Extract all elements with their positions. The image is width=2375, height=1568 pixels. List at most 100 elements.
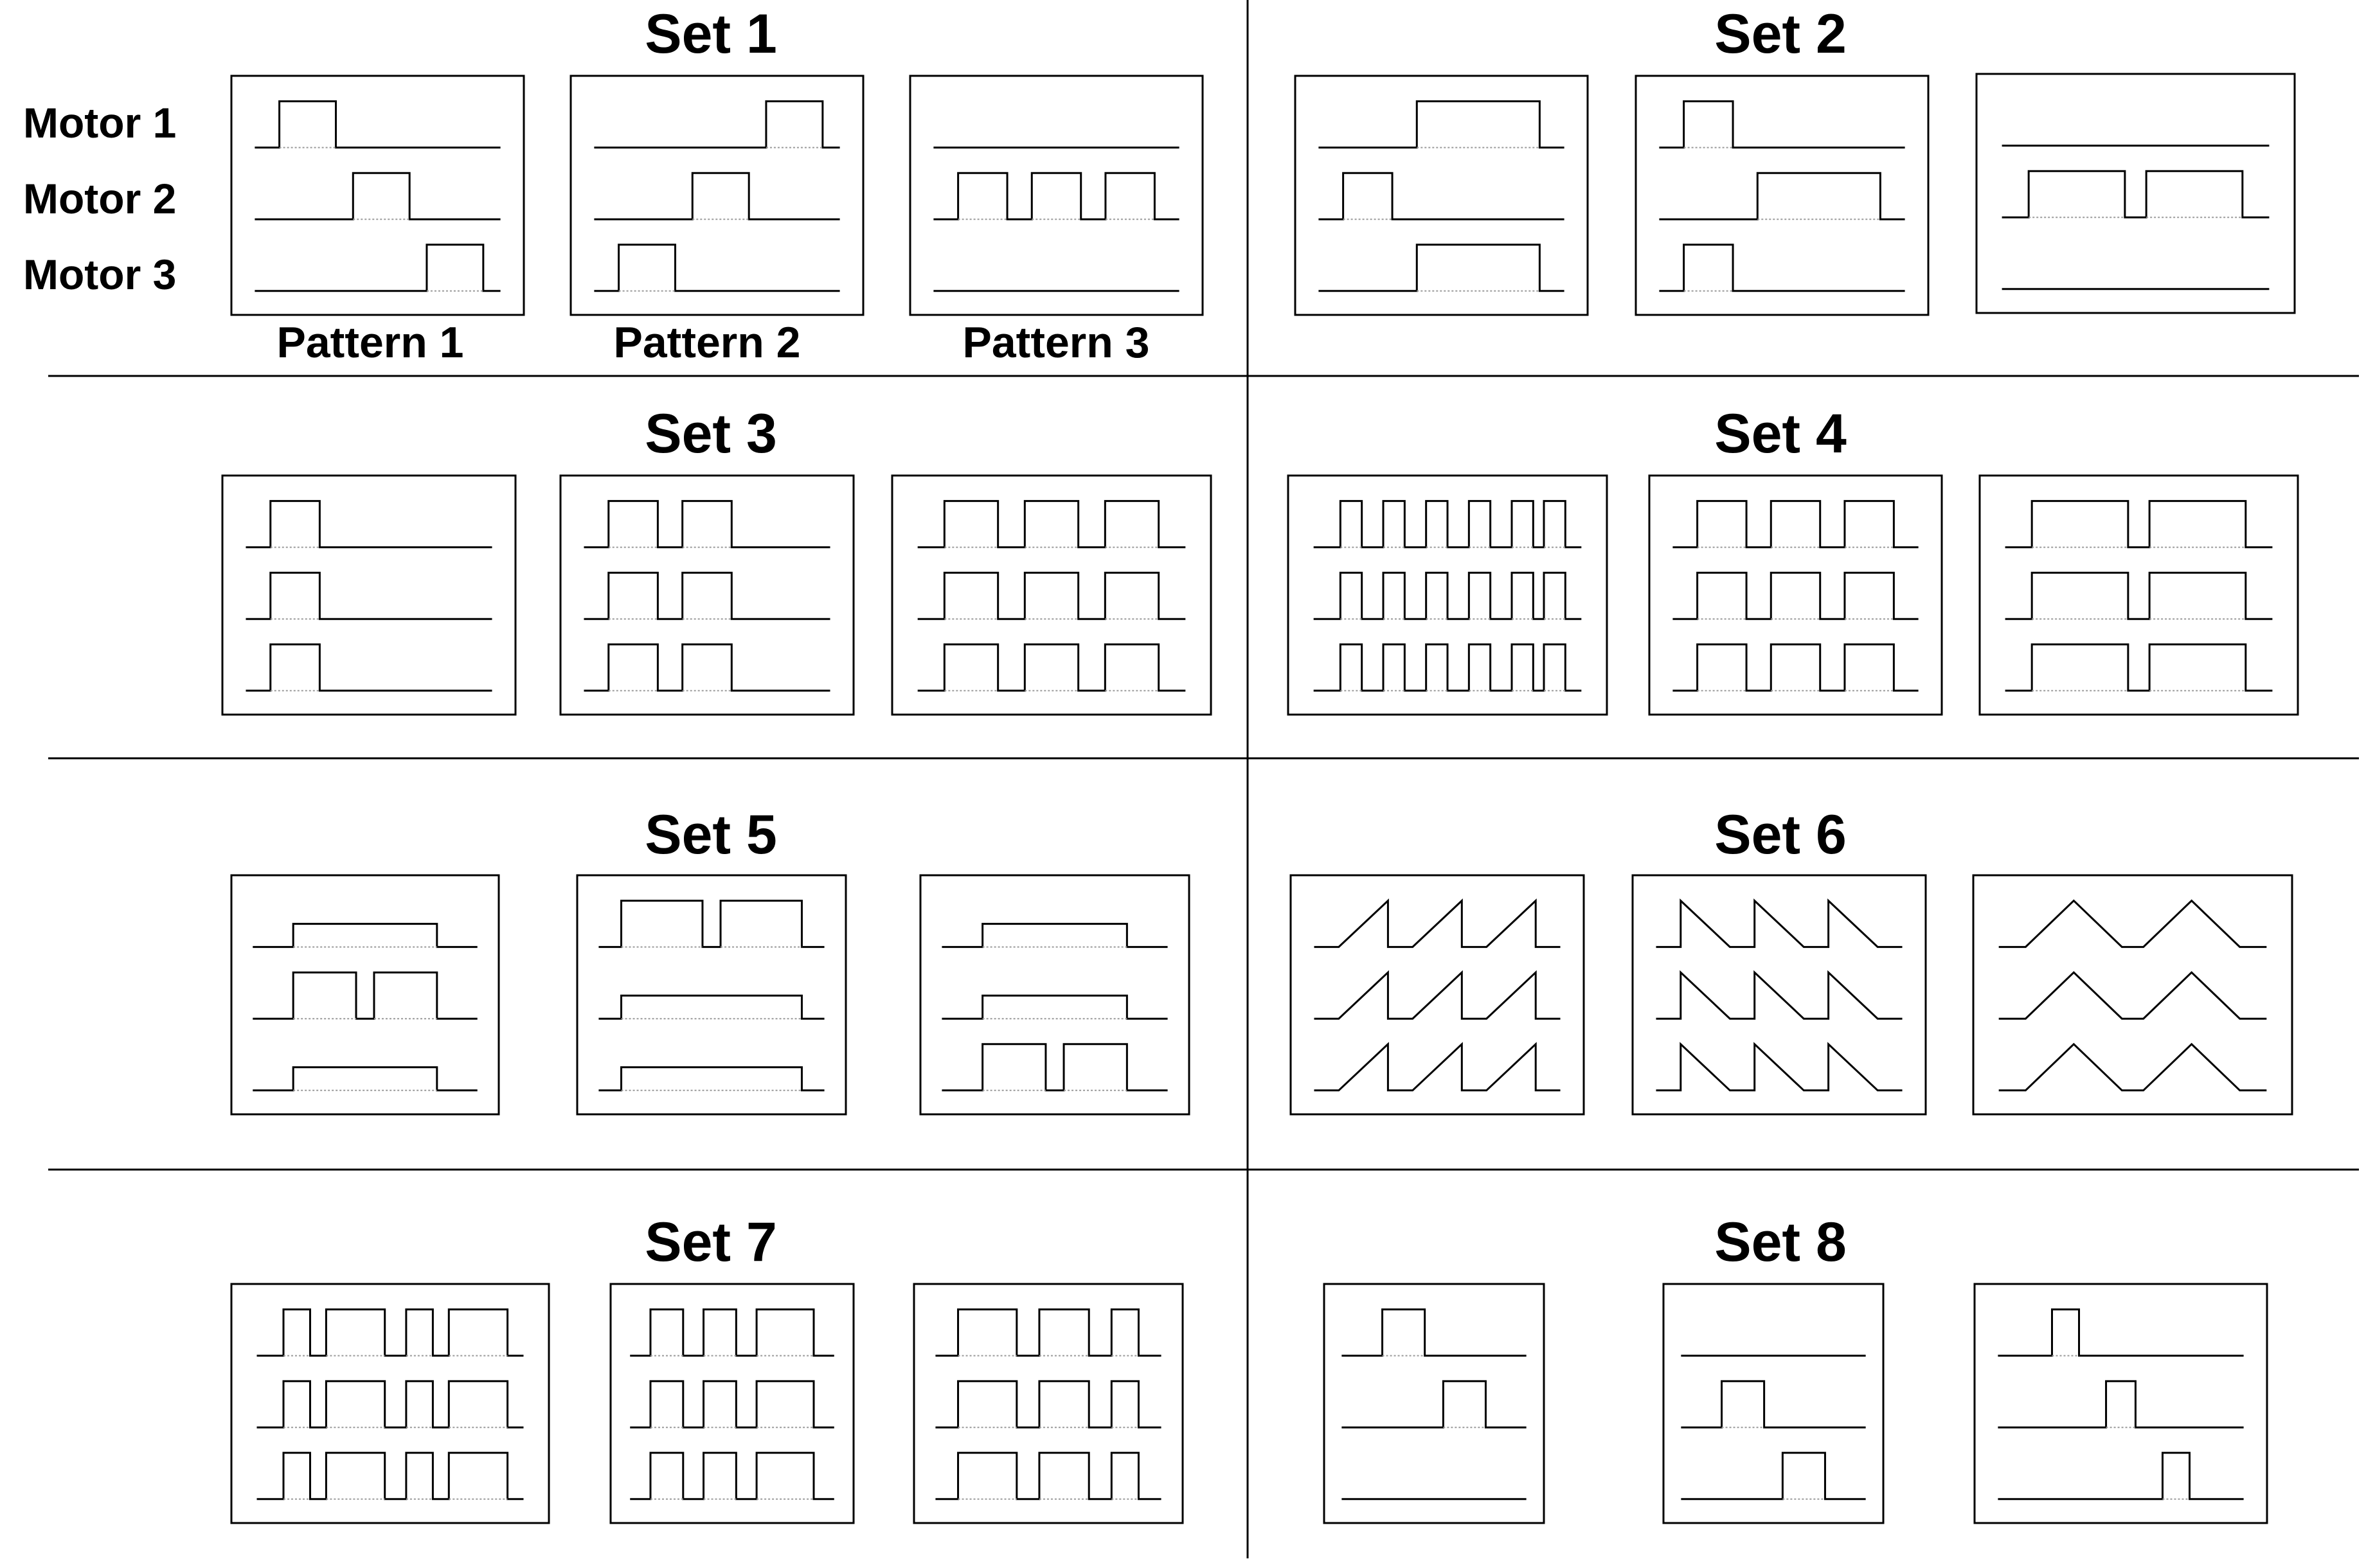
pattern-box (1323, 1283, 1545, 1524)
motor-2-waveform (935, 1380, 1161, 1429)
set-5-pattern-2 (576, 874, 847, 1116)
set-title-2: Set 2 (1714, 3, 1847, 65)
set-8-pattern-1 (1323, 1283, 1545, 1524)
pattern-box (913, 1283, 1184, 1524)
motor-2-waveform (942, 994, 1168, 1020)
motor-1-waveform (1656, 898, 1903, 949)
motor-3-waveform (1998, 1042, 2267, 1092)
set-4-pattern-3 (1978, 474, 2299, 716)
set-title-4: Set 4 (1714, 403, 1847, 465)
pattern-box (1662, 1283, 1885, 1524)
motor-3-waveform (2005, 643, 2273, 692)
motor-3-waveform (935, 1452, 1161, 1501)
motor-3-waveform (246, 643, 492, 692)
motor-2-waveform (253, 971, 478, 1020)
set-6-pattern-1 (1289, 874, 1585, 1116)
set-2-pattern-3 (1975, 73, 2296, 314)
motor-1-waveform (246, 500, 492, 549)
set-title-3: Set 3 (645, 403, 777, 465)
pattern-box (230, 1283, 550, 1524)
pattern-box (1294, 75, 1589, 316)
motor-3-waveform (253, 1066, 478, 1092)
motor-1-waveform (255, 100, 501, 149)
pattern-labels: Pattern 1 Pattern 2 Pattern 3 (277, 318, 1150, 367)
motor-2-waveform (594, 172, 840, 220)
set-8-pattern-2 (1662, 1283, 1885, 1524)
motor-3-waveform (630, 1452, 834, 1501)
set-5-pattern-1 (230, 874, 500, 1116)
grid-lines (48, 0, 2359, 1558)
set-title-5: Set 5 (645, 804, 777, 866)
motor-1-waveform (1318, 100, 1564, 149)
pattern-box (230, 75, 525, 316)
motor-1-waveform (917, 500, 1186, 549)
motor-3-waveform (1313, 643, 1582, 692)
motor-2-waveform (933, 172, 1179, 220)
pattern-layer (221, 73, 2299, 1524)
motor-1-waveform (630, 1308, 834, 1357)
row-labels: Motor 1 Motor 2 Motor 3 (23, 99, 176, 298)
motor-1-waveform (584, 500, 830, 549)
motor-3-waveform (256, 1452, 524, 1501)
motor-3-waveform (1318, 244, 1564, 292)
motor-1-waveform (1313, 500, 1582, 549)
motor-3-waveform (1681, 1452, 1866, 1501)
set-titles: Set 1 Set 2 Set 3 Set 4 Set 5 Set 6 Set … (645, 3, 1847, 1273)
set-2-pattern-1 (1294, 75, 1589, 316)
motor-3-waveform (1998, 1452, 2244, 1501)
motor-3-waveform (255, 244, 501, 292)
pattern-box (1648, 474, 1943, 716)
motor-3-waveform (1672, 643, 1919, 692)
set-1-pattern-2 (569, 75, 865, 316)
motor-3-waveform (584, 643, 830, 692)
motor-2-waveform (1318, 172, 1564, 220)
motor-1-waveform (1341, 1308, 1527, 1357)
motor-1-waveform (598, 900, 825, 949)
motor-3-waveform (1659, 244, 1905, 292)
motor-1-waveform (1672, 500, 1919, 549)
pattern-label-3: Pattern 3 (963, 318, 1150, 367)
motor-2-waveform (246, 571, 492, 620)
motor-2-waveform (1314, 970, 1561, 1020)
pattern-box (909, 75, 1204, 316)
pattern-box (891, 474, 1212, 716)
row-label-motor-3: Motor 3 (23, 251, 176, 298)
set-7-pattern-3 (913, 1283, 1184, 1524)
set-title-8: Set 8 (1714, 1211, 1847, 1273)
pattern-box (221, 474, 517, 716)
pattern-box (1978, 474, 2299, 716)
set-3-pattern-3 (891, 474, 1212, 716)
motor-3-waveform (1656, 1042, 1903, 1092)
set-title-6: Set 6 (1714, 804, 1847, 866)
pattern-box (559, 474, 855, 716)
motor-1-waveform (256, 1308, 524, 1357)
motor-2-waveform (2005, 571, 2273, 620)
pattern-label-2: Pattern 2 (614, 318, 801, 367)
set-6-pattern-2 (1631, 874, 1927, 1116)
set-5-pattern-3 (919, 874, 1190, 1116)
motor-2-waveform (1681, 1380, 1866, 1429)
set-1-pattern-1 (230, 75, 525, 316)
set-3-pattern-2 (559, 474, 855, 716)
motor-2-waveform (1659, 172, 1905, 220)
set-4-pattern-2 (1648, 474, 1943, 716)
motor-2-waveform (255, 172, 501, 220)
set-title-7: Set 7 (645, 1211, 777, 1273)
motor-1-waveform (1314, 898, 1561, 949)
motor-2-waveform (1998, 971, 2267, 1020)
motor-2-waveform (1313, 571, 1582, 620)
motor-2-waveform (2002, 170, 2270, 218)
motor-3-waveform (594, 244, 840, 292)
motor-1-waveform (594, 100, 840, 149)
motor-1-waveform (1998, 1308, 2244, 1357)
motor-1-waveform (2005, 500, 2273, 549)
motor-3-waveform (598, 1066, 825, 1092)
pattern-box (609, 1283, 855, 1524)
motor-3-waveform (942, 1043, 1168, 1092)
pattern-box (569, 75, 865, 316)
motor-3-waveform (1314, 1042, 1561, 1092)
set-6-pattern-3 (1972, 874, 2293, 1116)
motor-2-waveform (598, 994, 825, 1020)
motor-2-waveform (584, 571, 830, 620)
